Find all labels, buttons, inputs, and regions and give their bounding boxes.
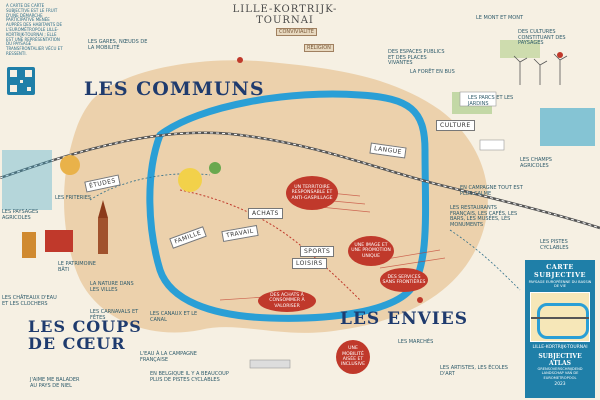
fields: [2, 40, 595, 210]
intro-text: A CARTE DE CARTE SUBJECTIVE EST LE FRUIT…: [6, 3, 63, 56]
banner-sports: SPORTS: [300, 246, 335, 257]
card-atlas: SUBJECTIVE ATLAS: [538, 352, 582, 367]
sign-religion: RELIGION: [304, 44, 334, 52]
label-nature: LA NATURE DANS LES VILLES: [90, 281, 134, 293]
path-line: [179, 189, 361, 301]
banner-culture: CULTURE: [436, 120, 475, 131]
wind-turbines: [513, 53, 568, 85]
card-year: 2023: [554, 382, 566, 388]
banner-achats: ACHATS: [248, 208, 283, 219]
label-pistes: LES PISTES CYCLABLES: [540, 239, 569, 251]
label-foret: LA FORÊT EN BUS: [410, 69, 455, 75]
buildings: [249, 91, 505, 369]
card-subtitle: PAYSAGE EUROPÉENNE DU BASSIN DE VIE: [528, 280, 592, 289]
bubble-achats: DES ACHATS À CONSOMMER À VALORISER: [258, 290, 316, 312]
section-communs: LES COMMUNS: [84, 78, 265, 100]
label-restaurants: LES RESTAURANTS FRANÇAIS, LES CAFÉS, LES…: [450, 205, 518, 228]
card-place: LILLE-KORTRIJK-TOURNAI: [532, 344, 588, 350]
label-balade: J'AIME ME BALADER AU PAYS DE NIEL: [30, 377, 80, 389]
section-coups-de-coeur: LES COUPS DE CŒUR: [28, 317, 142, 353]
market: [60, 155, 221, 192]
bubble-mobilite: UNE MOBILITÉ AISÉE ET INCLUSIVE: [336, 340, 370, 374]
card-atlas-subtitle: GRENSOVERSCHRIJDEND LANDSCHAP VAN DE EUR…: [537, 366, 583, 380]
section-envies: LES ENVIES: [340, 309, 468, 329]
label-campagne: L'EAU À LA CAMPAGNE FRANÇAISE: [140, 351, 197, 363]
card-title: CARTE SUBJECTIVE: [534, 263, 586, 279]
balloons: [237, 52, 563, 303]
card-illustration: [530, 291, 590, 342]
label-champs: LES CHAMPS AGRICOLES: [520, 157, 552, 169]
map-title: LILLE-KORTRIJK-TOURNAI: [232, 4, 338, 26]
label-patrimoine: LE PATRIMOINE BÂTI: [58, 261, 96, 273]
label-parcs: LES PARCS ET LES JARDINS: [468, 95, 514, 107]
label-chateaux: LES CHÂTEAUX D'EAU ET LES CLOCHERS: [2, 295, 57, 307]
label-gares: LES GARES, NŒUDS DE LA MOBILITÉ: [88, 39, 148, 51]
map-cover-card: CARTE SUBJECTIVE PAYSAGE EUROPÉENNE DU B…: [525, 260, 595, 398]
label-marches: LES MARCHÉS: [398, 339, 434, 345]
label-artistes: LES ARTISTES, LES ÉCOLES D'ART: [440, 365, 508, 377]
banner-loisirs: LOISIRS: [292, 258, 327, 269]
label-espaces: DES ESPACES PUBLICS ET DES PLACES VIVANT…: [388, 49, 445, 67]
label-friteries: LES FRITERIES: [55, 195, 92, 201]
label-cultures: DES CULTURES CONSTITUANT DES PAYSAGES: [518, 29, 566, 47]
label-monts: LE MONT ET MONT: [476, 15, 524, 21]
label-paysages: LES PAYSAGES AGRICOLES: [2, 209, 39, 221]
label-canal: LES CANAUX ET LE CANAL: [150, 311, 198, 323]
label-belgique: EN BELGIQUE IL Y A BEAUCOUP PLUS DE PIST…: [150, 371, 229, 383]
label-carnaval: LES CARNAVALS ET FÊTES: [90, 309, 139, 321]
church: [22, 200, 108, 258]
label-campagne-calme: EN CAMPAGNE TOUT EST PLUS CALME: [460, 185, 523, 197]
sign-convivialite: CONVIVIALITÉ: [276, 28, 317, 36]
qr-code[interactable]: [7, 67, 35, 95]
bubble-territoire: UN TERRITOIRE RESPONSABLE ET ANTI-GASPIL…: [286, 176, 338, 210]
bubble-image: UNE IMAGE ET UNE PROMOTION UNIQUE: [348, 236, 394, 266]
bubble-services: DES SERVICES SANS FRONTIÈRES: [380, 268, 428, 292]
